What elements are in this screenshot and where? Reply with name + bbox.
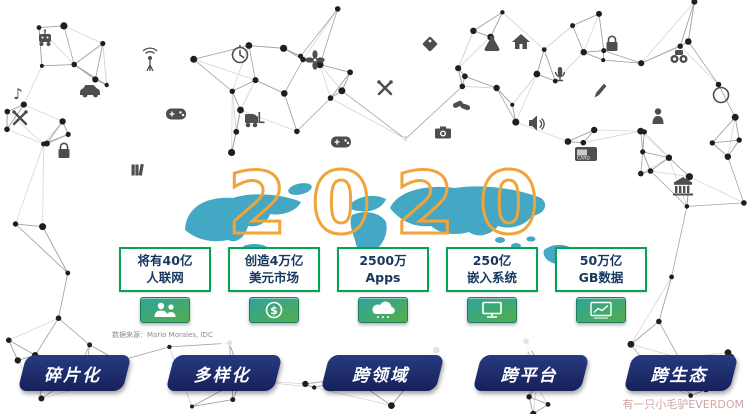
banner-label: 碎片化 [42, 365, 105, 386]
stat-text: 创造4万亿 美元市场 [228, 247, 320, 292]
gamepad-icon-2 [330, 135, 352, 149]
forklift-icon [245, 112, 265, 128]
data-chart-icon [576, 297, 626, 323]
microphone-icon [554, 66, 566, 82]
banner-fragmentation: 碎片化 [17, 355, 132, 391]
person-icon [652, 108, 664, 124]
stat-text: 2500万 Apps [337, 247, 429, 292]
world-map [185, 183, 577, 266]
banner-label: 跨生态 [649, 365, 712, 386]
stat-card-apps: 2500万 Apps [337, 247, 429, 323]
broadcast-antenna-icon [142, 47, 158, 72]
data-source-note: 数据来源：Mario Morales, IDC [112, 331, 213, 339]
banner-label: 多样化 [192, 365, 255, 386]
stat-line2: GB数据 [578, 269, 624, 285]
stat-line2: 人联网 [146, 269, 184, 285]
people-icon [140, 297, 190, 323]
stat-text: 250亿 嵌入系统 [446, 247, 538, 292]
watermark: 有一只小毛驴EVERDOM [622, 398, 744, 411]
robot-icon [38, 28, 52, 47]
card-reader-icon [575, 147, 597, 162]
pencil-icon [593, 83, 607, 99]
banner-cross-ecosystem: 跨生态 [623, 355, 739, 391]
price-tag-icon [422, 36, 438, 52]
music-note-icon [13, 85, 23, 103]
stat-card-market: 创造4万亿 美元市场 $ [228, 247, 320, 323]
monitor-icon [467, 297, 517, 323]
banner-cross-platform: 跨平台 [472, 355, 590, 391]
pills-icon [452, 99, 471, 111]
house-icon [512, 34, 530, 49]
lock-icon-2 [605, 35, 619, 52]
banner-diversification: 多样化 [165, 355, 283, 391]
stat-card-connected-people: 将有40亿 人联网 [119, 247, 211, 323]
cloud-apps-icon [358, 297, 408, 323]
banner-cross-domain: 跨领域 [320, 355, 445, 391]
binoculars-icon [670, 50, 688, 63]
stat-line1: 250亿 [472, 253, 512, 268]
lock-icon [57, 142, 71, 159]
stat-text: 将有40亿 人联网 [119, 247, 211, 292]
svg-text:$: $ [270, 304, 278, 317]
banner-label: 跨平台 [499, 365, 562, 386]
stat-line1: 50万亿 [579, 253, 623, 268]
stats-row: 将有40亿 人联网 创造4万亿 美元市场 $ 2500万 Apps [8, 247, 750, 323]
clock-icon [231, 44, 249, 64]
banner-label: 跨领域 [350, 365, 413, 386]
flask-icon [484, 36, 500, 51]
gamepad-icon [165, 107, 187, 121]
stat-line2: 嵌入系统 [466, 269, 517, 285]
stat-line1: 创造4万亿 [244, 253, 304, 268]
tools-icon [10, 108, 29, 126]
dollar-icon: $ [249, 297, 299, 323]
stat-line1: 2500万 [359, 253, 407, 268]
banner-row: 碎片化 多样化 跨领域 跨平台 跨生态 [0, 355, 750, 395]
stat-card-data: 50万亿 GB数据 [555, 247, 647, 323]
stat-text: 50万亿 GB数据 [555, 247, 647, 292]
car-icon [80, 85, 100, 98]
camera-icon [435, 126, 451, 139]
books-icon [131, 163, 144, 176]
year-2020: 2020 [227, 154, 562, 254]
stat-line2: Apps [365, 269, 401, 285]
stat-line1: 将有40亿 [137, 253, 193, 268]
stat-card-embedded-systems: 250亿 嵌入系统 [446, 247, 538, 323]
stat-line2: 美元市场 [248, 269, 299, 285]
wrench-icon [376, 78, 394, 96]
